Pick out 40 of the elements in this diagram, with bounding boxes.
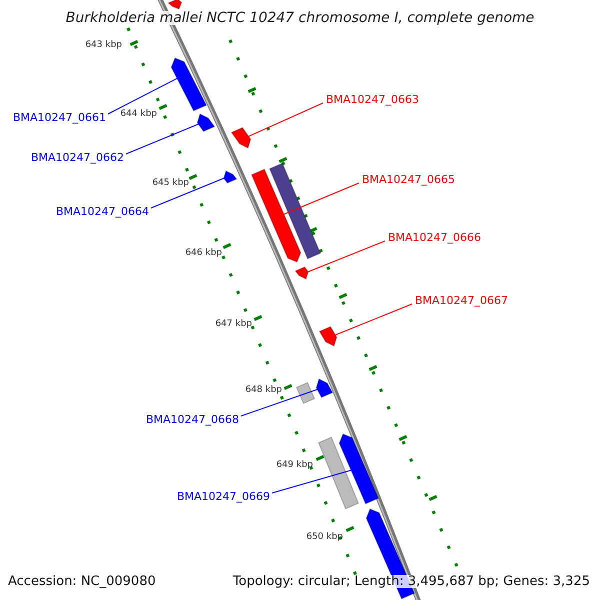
gene-block <box>250 168 302 263</box>
gene-label: BMA10247_0664 <box>56 206 149 217</box>
leader-line <box>307 240 386 273</box>
tick-label: 644 kbp <box>120 110 157 119</box>
gene-block <box>316 378 334 398</box>
tick-label: 649 kbp <box>276 461 313 470</box>
gene-label: BMA10247_0666 <box>388 232 482 243</box>
gene-block <box>296 382 316 404</box>
tick-label: 645 kbp <box>152 179 189 188</box>
accession-text: Accession: NC_009080 <box>8 575 156 588</box>
gene-label: BMA10247_0669 <box>176 491 270 502</box>
gene-block <box>318 436 360 510</box>
gene-block <box>318 326 338 347</box>
tick-label: 650 kbp <box>306 533 343 542</box>
tick-label: 643 kbp <box>85 41 122 50</box>
genome-info-text: Topology: circular; Length: 3,495,687 bp; Genes: 3,325 <box>232 575 590 588</box>
leader-line <box>108 78 178 114</box>
tick-label: 646 kbp <box>185 249 222 258</box>
leader-line <box>248 102 324 138</box>
gene-block <box>223 170 238 184</box>
gene-label: BMA10247_0661 <box>12 112 106 123</box>
leader-line <box>126 123 200 154</box>
gene-block <box>268 162 322 260</box>
gene-block <box>230 126 252 149</box>
leader-line <box>240 388 318 416</box>
tick-label: 648 kbp <box>245 386 282 395</box>
gene-label: BMA10247_0665 <box>362 174 456 185</box>
leader-line <box>272 470 352 494</box>
leader-line <box>150 177 225 208</box>
leader-line <box>334 304 412 336</box>
gene-label: BMA10247_0662 <box>30 152 124 163</box>
gene-label: BMA10247_0668 <box>146 414 239 425</box>
gene-block <box>294 266 309 280</box>
gene-block <box>338 433 380 504</box>
leader-line <box>283 182 360 215</box>
gene-label: BMA10247_0663 <box>326 94 420 105</box>
tick-label: 647 kbp <box>215 320 252 329</box>
gene-block <box>196 113 216 132</box>
gene-block <box>170 57 208 112</box>
gene-label: BMA10247_0667 <box>415 295 508 306</box>
